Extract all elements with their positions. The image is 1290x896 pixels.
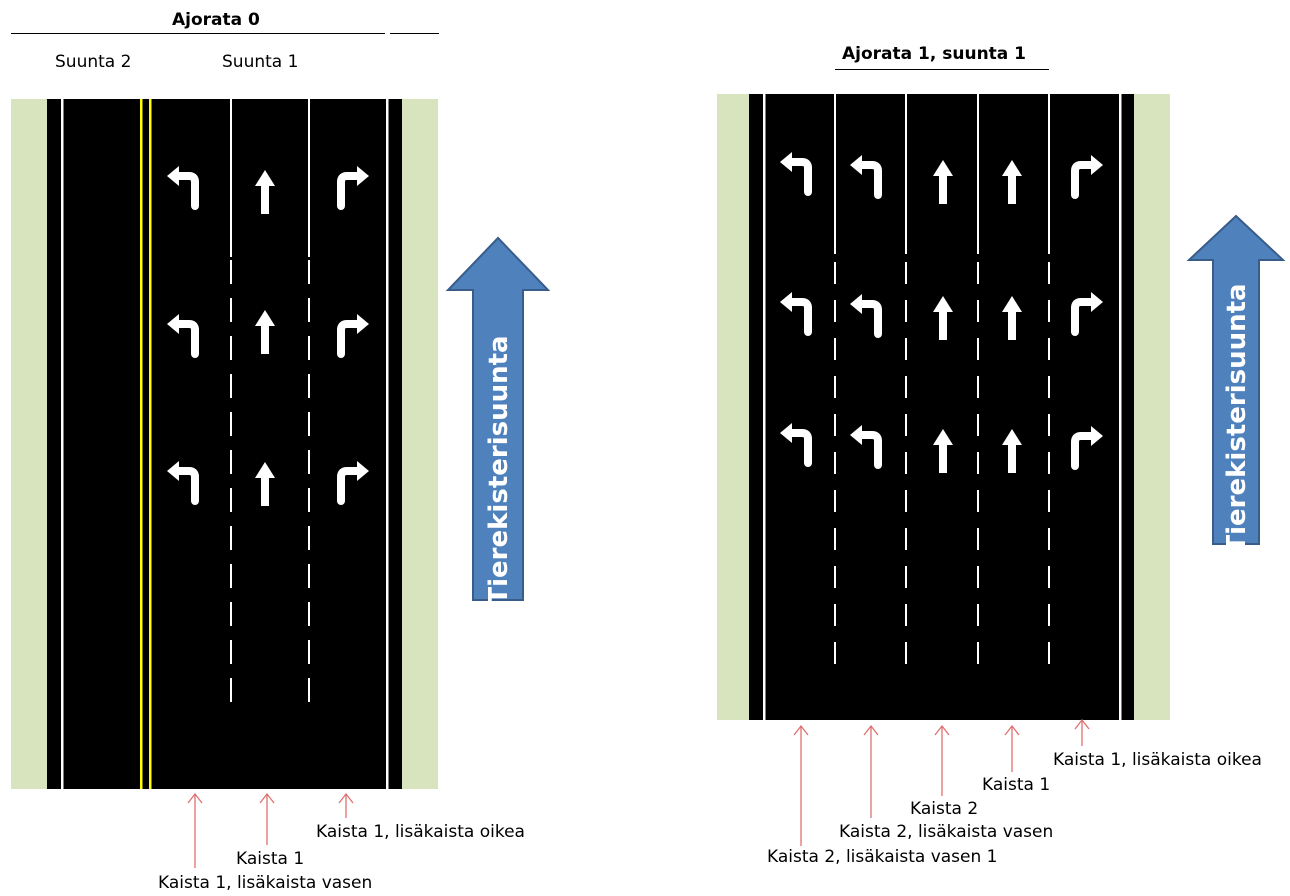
left-lane-label-right-extra: Kaista 1, lisäkaista oikea xyxy=(316,822,525,842)
left-title: Ajorata 0 xyxy=(172,10,260,30)
right-pointers xyxy=(793,718,1090,846)
left-center-line-b xyxy=(149,99,152,789)
left-center-line-a xyxy=(140,99,143,789)
left-pointers xyxy=(187,792,354,868)
pointer-arrow-icon xyxy=(1074,718,1090,746)
right-edge-line-right xyxy=(1119,94,1122,720)
left-lane-line-1-solid xyxy=(230,99,232,257)
right-title: Ajorata 1, suunta 1 xyxy=(842,44,1027,64)
left-title-underline xyxy=(11,33,385,34)
pointer-arrow-icon xyxy=(934,724,950,796)
right-shoulder-left xyxy=(717,94,749,720)
right-lane-line-3-solid xyxy=(977,94,979,254)
left-shoulder-right xyxy=(402,99,438,789)
direction-label-suunta-1: Suunta 1 xyxy=(222,52,299,72)
left-edge-line-left xyxy=(61,99,64,789)
direction-arrow-icon xyxy=(445,236,551,601)
right-road xyxy=(717,94,1170,720)
pointer-arrow-icon xyxy=(1004,724,1020,772)
right-direction-arrow-label: Tierekisterisuunta xyxy=(1222,283,1252,553)
right-lane-line-4-solid xyxy=(1048,94,1050,254)
right-title-underline xyxy=(835,69,1049,70)
right-lane-label-2-left-extra: Kaista 2, lisäkaista vasen xyxy=(839,822,1054,842)
pointer-arrow-icon xyxy=(187,792,203,868)
left-lane-label-main: Kaista 1 xyxy=(236,849,305,869)
right-lane-label-1-right-extra: Kaista 1, lisäkaista oikea xyxy=(1053,750,1262,770)
right-edge-line-left xyxy=(763,94,766,720)
pointer-arrow-icon xyxy=(793,724,809,846)
right-lane-label-2-left-extra-1: Kaista 2, lisäkaista vasen 1 xyxy=(767,847,998,867)
right-lane-label-1: Kaista 1 xyxy=(982,775,1051,795)
left-shoulder-left xyxy=(11,99,47,789)
left-edge-line-right xyxy=(386,99,389,789)
direction-label-suunta-2: Suunta 2 xyxy=(55,52,132,72)
left-road-surface xyxy=(47,99,402,789)
direction-arrow-icon xyxy=(1186,214,1286,545)
pointer-arrow-icon xyxy=(863,724,879,818)
pointer-arrow-icon xyxy=(338,792,354,818)
left-direction-arrow-label: Tierekisterisuunta xyxy=(484,335,514,605)
right-lane-label-2: Kaista 2 xyxy=(910,799,979,819)
left-lane-label-left-extra: Kaista 1, lisäkaista vasen xyxy=(158,873,373,893)
right-lane-line-1-solid xyxy=(834,94,836,254)
right-shoulder-right xyxy=(1134,94,1170,720)
right-lane-line-2-solid xyxy=(905,94,907,254)
left-lane-line-2-solid xyxy=(308,99,310,257)
left-road xyxy=(11,99,438,789)
left-title-underline-extra xyxy=(390,33,439,34)
pointer-arrow-icon xyxy=(259,792,275,845)
